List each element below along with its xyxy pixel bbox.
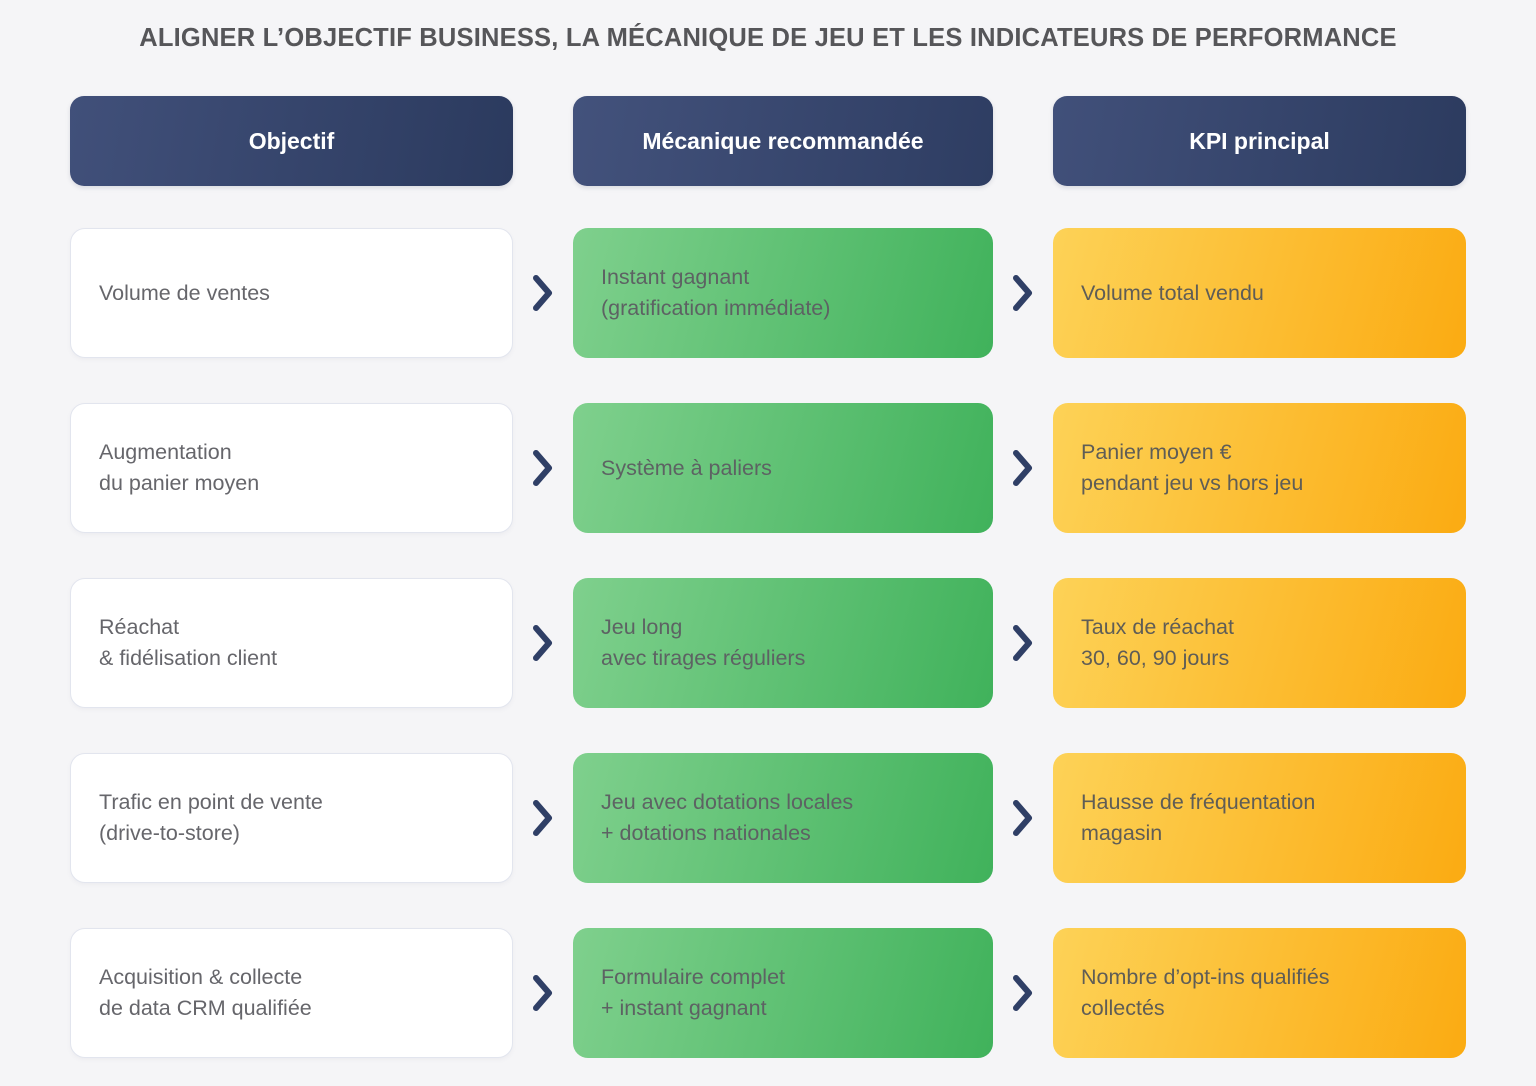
cell-mecanique: Jeu long avec tirages réguliers <box>573 578 993 708</box>
table-row: Acquisition & collecte de data CRM qualif… <box>70 928 1466 1058</box>
cell-mecanique-line: Système à paliers <box>601 455 772 480</box>
cell-kpi: Hausse de fréquentation magasin <box>1053 753 1466 883</box>
cell-kpi-line: magasin <box>1081 821 1163 845</box>
cell-objectif: Réachat & fidélisation client <box>70 578 513 708</box>
alignment-table: Objectif Mécanique recommandée KPI princ… <box>70 96 1466 1058</box>
column-mecanique: Jeu avec dotations locales + dotations n… <box>573 753 993 883</box>
cell-mecanique-line: + instant gagnant <box>601 996 767 1020</box>
cell-objectif: Acquisition & collecte de data CRM qualif… <box>70 928 513 1058</box>
cell-kpi-line: Nombre d’opt-ins qualifiés <box>1081 965 1330 990</box>
chevron-right-icon <box>1010 798 1036 838</box>
header-kpi: KPI principal <box>1053 96 1466 186</box>
cell-mecanique-line: + dotations nationales <box>601 821 811 845</box>
arrow-2 <box>993 753 1053 883</box>
header-mecanique: Mécanique recommandée <box>573 96 993 186</box>
cell-objectif: Augmentation du panier moyen <box>70 403 513 533</box>
column-objectif: Volume de ventes <box>70 228 513 358</box>
column-kpi: Nombre d’opt-ins qualifiés collectés <box>1053 928 1466 1058</box>
cell-mecanique: Formulaire complet + instant gagnant <box>573 928 993 1058</box>
header-spacer-2 <box>993 96 1053 186</box>
arrow-2 <box>993 928 1053 1058</box>
header-spacer <box>513 96 573 186</box>
cell-kpi: Nombre d’opt-ins qualifiés collectés <box>1053 928 1466 1058</box>
table-body: Volume de ventes Instant gagnant (gratific… <box>70 228 1466 1058</box>
cell-objectif-line: de data CRM qualifiée <box>99 996 312 1020</box>
arrow-1 <box>513 403 573 533</box>
cell-objectif-line: (drive-to-store) <box>99 821 240 845</box>
cell-objectif: Trafic en point de vente (drive-to-store) <box>70 753 513 883</box>
arrow-2 <box>993 403 1053 533</box>
cell-objectif-line: & fidélisation client <box>99 646 278 670</box>
cell-mecanique-line: Formulaire complet <box>601 965 785 990</box>
arrow-2 <box>993 228 1053 358</box>
cell-kpi-line: Taux de réachat <box>1081 615 1234 640</box>
cell-mecanique: Jeu avec dotations locales + dotations n… <box>573 753 993 883</box>
cell-objectif-line: Augmentation <box>99 440 232 465</box>
table-row: Trafic en point de vente (drive-to-store)… <box>70 753 1466 883</box>
cell-mecanique-line: Instant gagnant <box>601 265 750 290</box>
chevron-right-icon <box>1010 973 1036 1013</box>
cell-kpi: Panier moyen € pendant jeu vs hors jeu <box>1053 403 1466 533</box>
chevron-right-icon <box>1010 623 1036 663</box>
column-objectif: Trafic en point de vente (drive-to-store) <box>70 753 513 883</box>
cell-mecanique-line: avec tirages réguliers <box>601 646 806 670</box>
column-objectif: Acquisition & collecte de data CRM qualif… <box>70 928 513 1058</box>
column-kpi: Hausse de fréquentation magasin <box>1053 753 1466 883</box>
header-objectif: Objectif <box>70 96 513 186</box>
cell-mecanique-line: Jeu avec dotations locales <box>601 790 854 815</box>
cell-objectif-line: Volume de ventes <box>99 280 270 305</box>
cell-mecanique: Instant gagnant (gratification immédiate) <box>573 228 993 358</box>
table-row: Augmentation du panier moyen Système à pal… <box>70 403 1466 533</box>
column-mecanique: Jeu long avec tirages réguliers <box>573 578 993 708</box>
chevron-right-icon <box>530 273 556 313</box>
cell-kpi-line: Panier moyen € <box>1081 440 1232 465</box>
chevron-right-icon <box>530 973 556 1013</box>
cell-objectif-line: Acquisition & collecte <box>99 965 303 990</box>
chevron-right-icon <box>530 623 556 663</box>
column-kpi: Volume total vendu <box>1053 228 1466 358</box>
cell-objectif-line: Trafic en point de vente <box>99 790 323 815</box>
table-row: Volume de ventes Instant gagnant (gratific… <box>70 228 1466 358</box>
cell-kpi-line: 30, 60, 90 jours <box>1081 646 1230 670</box>
chevron-right-icon <box>1010 273 1036 313</box>
column-objectif: Augmentation du panier moyen <box>70 403 513 533</box>
table-header-row: Objectif Mécanique recommandée KPI princ… <box>70 96 1466 186</box>
cell-mecanique: Système à paliers <box>573 403 993 533</box>
cell-objectif-line: du panier moyen <box>99 471 260 495</box>
cell-objectif: Volume de ventes <box>70 228 513 358</box>
arrow-1 <box>513 928 573 1058</box>
column-mecanique: Instant gagnant (gratification immédiate) <box>573 228 993 358</box>
cell-objectif-line: Réachat <box>99 615 180 640</box>
column-kpi: Panier moyen € pendant jeu vs hors jeu <box>1053 403 1466 533</box>
chevron-right-icon <box>1010 448 1036 488</box>
table-row: Réachat & fidélisation client Jeu long avec… <box>70 578 1466 708</box>
page-title: ALIGNER L’OBJECTIF BUSINESS, LA MÉCANIQU… <box>139 24 1397 52</box>
header-mecanique-line1: Mécanique <box>642 127 762 154</box>
chevron-right-icon <box>530 448 556 488</box>
cell-kpi: Volume total vendu <box>1053 228 1466 358</box>
arrow-1 <box>513 228 573 358</box>
cell-mecanique-line: Jeu long <box>601 615 683 640</box>
cell-kpi-line: pendant jeu vs hors jeu <box>1081 471 1304 495</box>
header-mecanique-line2: recommandée <box>767 127 924 154</box>
cell-kpi-line: Volume total vendu <box>1081 280 1264 305</box>
column-mecanique: Système à paliers <box>573 403 993 533</box>
column-mecanique: Formulaire complet + instant gagnant <box>573 928 993 1058</box>
column-kpi: Taux de réachat 30, 60, 90 jours <box>1053 578 1466 708</box>
cell-kpi: Taux de réachat 30, 60, 90 jours <box>1053 578 1466 708</box>
arrow-1 <box>513 578 573 708</box>
column-objectif: Réachat & fidélisation client <box>70 578 513 708</box>
cell-kpi-line: Hausse de fréquentation <box>1081 790 1316 815</box>
arrow-1 <box>513 753 573 883</box>
chevron-right-icon <box>530 798 556 838</box>
arrow-2 <box>993 578 1053 708</box>
cell-kpi-line: collectés <box>1081 996 1165 1020</box>
cell-mecanique-line: (gratification immédiate) <box>601 296 831 320</box>
